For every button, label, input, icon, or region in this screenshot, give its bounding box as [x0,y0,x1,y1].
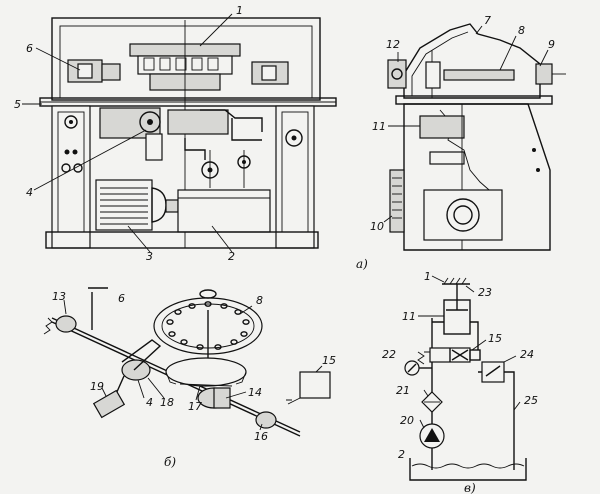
label-b4: 4 [146,396,153,409]
view-a-side-machine [383,23,566,251]
label-a6: 6 [26,42,33,55]
label-b8: 8 [256,294,263,307]
callout-labels: 1 2 3 4 5 6 7 8 9 10 11 12 6 8 13 4 14 1… [14,4,555,461]
label-a3: 3 [146,250,153,263]
view-c-hydraulic-scheme [404,275,527,481]
view-a-front-machine [22,13,337,253]
label-a9: 9 [548,38,555,51]
label-a7: 7 [484,14,491,27]
label-a10: 10 [370,220,384,233]
label-c21: 21 [396,384,410,397]
label-a12: 12 [386,38,400,51]
label-b6: 6 [118,292,125,305]
label-b13: 13 [52,290,66,303]
caption-c: в) [464,481,476,494]
label-c15: 15 [488,332,502,345]
label-b19: 19 [90,380,104,393]
label-b16: 16 [254,430,268,443]
view-b-kinematic-scheme [43,287,331,437]
label-c24: 24 [520,348,534,361]
label-c11: 11 [402,310,416,323]
label-a2: 2 [228,250,235,263]
label-c23: 23 [478,286,492,299]
label-a4: 4 [26,186,33,199]
label-a11: 11 [372,120,386,133]
label-c22: 22 [382,348,396,361]
label-a1: 1 [236,4,243,17]
label-c20: 20 [400,414,414,427]
label-c1: 1 [424,270,431,283]
figure-captions: а) б) в) [164,257,476,494]
label-b14: 14 [248,386,262,399]
caption-b: б) [164,455,176,469]
label-b15: 15 [322,354,336,367]
label-a8: 8 [518,24,525,37]
label-c2: 2 [398,448,405,461]
label-a5: 5 [14,98,21,111]
label-b17: 17 [188,400,202,413]
label-c25: 25 [524,394,538,407]
caption-a: а) [356,257,368,271]
label-b18: 18 [160,396,174,409]
